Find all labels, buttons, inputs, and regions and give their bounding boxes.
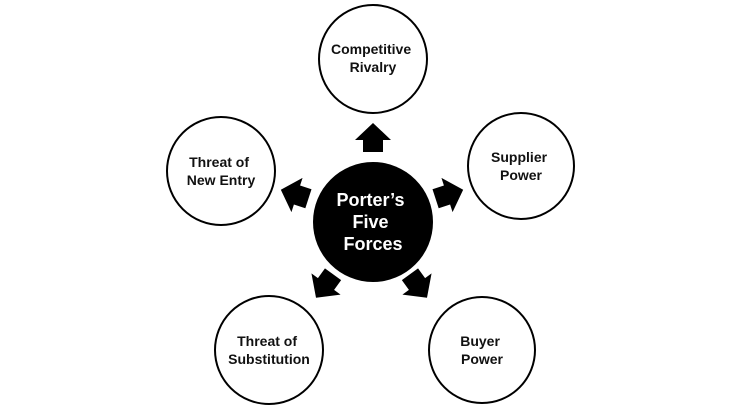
arrow-to-buyer-power — [401, 268, 432, 298]
center-label-line-3: Forces — [343, 234, 402, 254]
force-circle — [467, 112, 575, 220]
force-label-line: Power — [500, 167, 543, 183]
force-label: Threat of Substitution — [228, 333, 310, 367]
force-circle — [166, 116, 276, 226]
force-label: Competitive Rivalry — [331, 41, 415, 75]
force-label-line: Threat of — [237, 333, 297, 349]
center-node: Porter’s Five Forces — [313, 162, 433, 282]
arrow-to-competitive-rivalry — [355, 123, 391, 152]
force-label-line: Threat of — [189, 154, 249, 170]
force-label-line: Substitution — [228, 351, 310, 367]
force-node-supplier-power: Supplier Power — [467, 112, 575, 220]
arrows — [280, 123, 464, 298]
force-node-threat-of-substitution: Threat of Substitution — [214, 295, 324, 405]
arrow-to-threat-of-new-entry — [280, 177, 312, 213]
force-label-line: Competitive — [331, 41, 411, 57]
force-label: Threat of New Entry — [187, 154, 256, 188]
force-label: Supplier Power — [491, 149, 551, 183]
force-label-line: Buyer — [460, 333, 500, 349]
force-node-competitive-rivalry: Competitive Rivalry — [318, 4, 428, 114]
force-circle — [318, 4, 428, 114]
force-label-line: New Entry — [187, 172, 256, 188]
force-node-buyer-power: Buyer Power — [428, 296, 536, 404]
center-label-line-1: Porter’s — [336, 190, 404, 210]
force-label-line: Power — [461, 351, 504, 367]
arrow-to-supplier-power — [432, 177, 464, 213]
arrow-to-threat-of-substitution — [311, 268, 342, 298]
force-circle — [214, 295, 324, 405]
center-label-line-2: Five — [352, 212, 388, 232]
force-label-line: Rivalry — [350, 59, 397, 75]
force-circle — [428, 296, 536, 404]
center-label: Porter’s Five Forces — [336, 190, 409, 254]
force-label-line: Supplier — [491, 149, 548, 165]
center-circle — [313, 162, 433, 282]
force-label: Buyer Power — [460, 333, 504, 367]
force-node-threat-of-new-entry: Threat of New Entry — [166, 116, 276, 226]
